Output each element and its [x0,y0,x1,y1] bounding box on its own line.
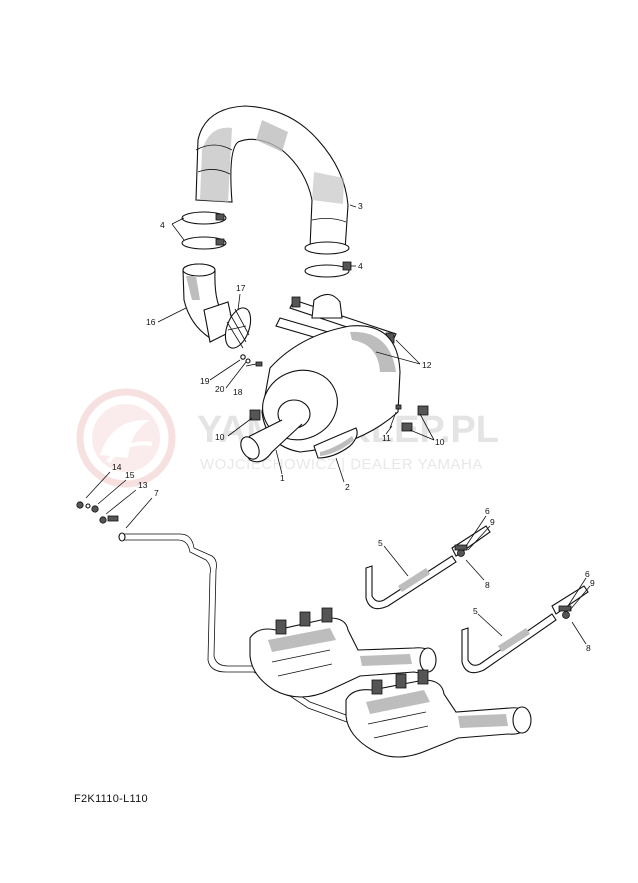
callout-2: 2 [345,482,350,492]
callout-19: 19 [200,376,210,386]
part-1-silencer-body [240,293,401,463]
exhaust-manifold-upper [249,607,437,698]
callout-12: 12 [422,360,432,370]
callout-18: 18 [233,387,243,397]
part-16-elbow-adapter [182,263,235,343]
callout-4-left: 4 [160,220,165,230]
callout-20: 20 [215,384,225,394]
part-5-hose-upper [365,525,491,610]
callout-8-lower: 8 [586,643,591,653]
callout-14: 14 [112,462,122,472]
callout-3: 3 [358,201,363,211]
callout-6-lower: 6 [585,569,590,579]
part-2-heat-shield [313,427,358,459]
parts-10-11-clips [389,404,429,432]
callout-4-right: 4 [358,261,363,271]
part-17-flame-arrester [224,307,252,349]
callout-16: 16 [146,317,156,327]
callout-10-right: 10 [435,437,445,447]
callout-13: 13 [138,480,148,490]
callout-6-upper: 6 [485,506,490,516]
part-3-intake-duct [195,105,349,251]
callout-labels: 1 2 3 4 4 5 5 6 6 7 8 8 9 9 10 10 11 12 … [112,201,595,653]
callout-1: 1 [280,473,285,483]
watermark-subtitle: WOJCIECHOWICZ | DEALER YAMAHA [200,456,483,473]
part-4-hose-clamps-right [304,241,352,278]
part-5-hose-lower [461,585,589,674]
callout-17: 17 [236,283,246,293]
part-7-cooling-line [118,532,361,727]
leader-lines [85,204,591,645]
callout-7: 7 [154,488,159,498]
part-4-hose-clamps-left [181,211,227,250]
callout-5-lower: 5 [473,606,478,616]
callout-11: 11 [382,433,391,443]
callout-8-upper: 8 [485,580,490,590]
callout-15: 15 [125,470,135,480]
watermark-logo-icon [76,388,176,488]
callout-9-upper: 9 [490,517,495,527]
diagram-code: F2K1110-L110 [74,793,148,805]
callout-5-upper: 5 [378,538,383,548]
callout-9-lower: 9 [590,578,595,588]
callout-10-left: 10 [215,432,225,442]
parts-13-14-15-fasteners [76,501,119,524]
exhaust-manifold-lower [345,669,532,758]
